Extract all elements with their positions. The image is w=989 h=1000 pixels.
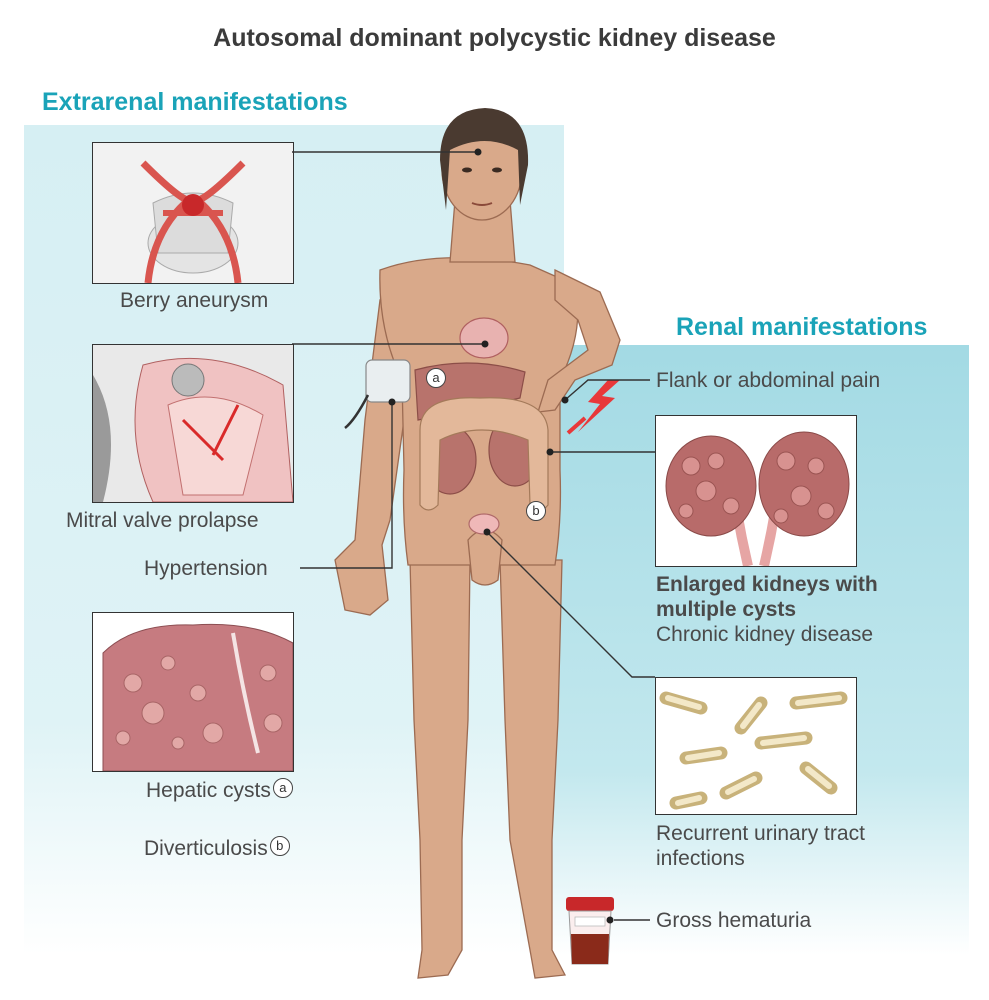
berry-aneurysm-panel [92,142,294,284]
berry-aneurysm-label: Berry aneurysm [120,289,269,312]
mitral-valve-illustration [93,345,293,502]
page-title: Autosomal dominant polycystic kidney dis… [213,24,776,52]
extrarenal-heading: Extrarenal manifestations [42,88,348,116]
flank-pain-label: Flank or abdominal pain [656,369,881,392]
dot-berry [474,148,482,156]
dot-hypertension [388,398,396,406]
enlarged-kidneys-illustration [656,416,856,566]
dot-uti [483,528,491,536]
dot-hematuria [606,916,614,924]
dot-mitral [481,340,489,348]
heart [459,317,509,359]
uti-label-line1: Recurrent urinary tract [656,822,865,845]
leader-uti [486,531,655,678]
pain-bolt [578,380,620,432]
ckd-label: Chronic kidney disease [656,623,874,646]
hypertension-label: Hypertension [144,557,268,580]
bacteria-illustration [656,678,856,814]
flank-arm [537,268,621,413]
body-marker-colon: b [526,501,546,521]
enlarged-kidneys-label-line1: Enlarged kidneys with [656,573,878,596]
right-eye [492,167,502,173]
bladder [468,513,500,535]
dot-flank [561,396,569,404]
diverticulosis-text: Diverticulosis [144,837,268,860]
bp-cuff [365,359,411,403]
uti-label-line2: infections [656,847,745,870]
hepatic-cysts-marker: a [272,778,293,798]
mitral-valve-label: Mitral valve prolapse [66,509,259,532]
dot-kidneys [546,448,554,456]
mouth [471,202,493,206]
urine-cup-contents [571,934,609,964]
hepatic-cysts-illustration [93,613,293,771]
renal-heading: Renal manifestations [676,313,928,341]
berry-aneurysm-illustration [93,143,293,283]
gross-hematuria-label: Gross hematuria [656,909,812,932]
left-eye [462,167,472,173]
body-marker-liver: a [426,368,446,388]
right-leg [499,559,567,979]
pain-arrow [566,416,587,435]
left-leg [409,559,471,979]
diverticulosis-marker: b [269,836,290,856]
enlarged-kidneys-label-line2: multiple cysts [656,598,797,621]
hepatic-cysts-text: Hepatic cysts [146,779,271,802]
urine-cup-label [574,916,606,927]
hepatic-cysts-panel [92,612,294,772]
mitral-valve-panel [92,344,294,503]
kidneys-panel [655,415,857,567]
leader-hypertension [300,402,393,569]
bp-tube [344,394,370,429]
leader-flank-pain [564,379,650,401]
hair [440,108,529,210]
uti-panel [655,677,857,815]
urine-cup-lid [566,897,614,911]
